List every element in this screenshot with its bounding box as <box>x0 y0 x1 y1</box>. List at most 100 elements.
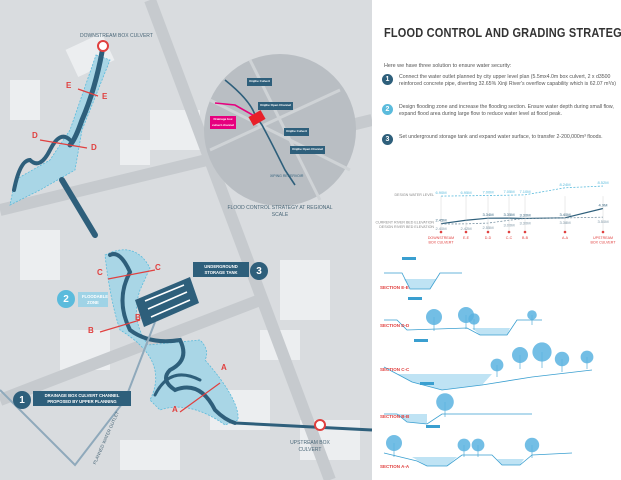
station-label: B-B <box>522 236 529 240</box>
regional-inset-map <box>204 54 356 206</box>
upstream-box-culvert-label: UPSTREAM BOX CULVERT <box>290 440 330 453</box>
ground-profile <box>383 452 573 467</box>
station-label: C-C <box>506 236 513 240</box>
station-label: E-E <box>463 236 470 240</box>
callout-tag <box>420 382 434 385</box>
section-a-a: SECTION A-A <box>380 425 573 469</box>
station-marker <box>507 230 511 234</box>
station-label: A-A <box>562 236 569 240</box>
section-letter: E <box>66 81 72 90</box>
tree-icon <box>457 438 471 452</box>
solution-1: 1 Connect the water outlet planned by cit… <box>382 74 617 88</box>
section-title: SECTION C-C <box>380 367 410 372</box>
marker-2: 2 <box>57 290 75 308</box>
station-marker <box>439 230 443 234</box>
value-label: 7.00M <box>482 189 493 194</box>
tree-icon <box>532 342 552 362</box>
section-cut-lines <box>39 88 221 413</box>
marker-3: 3 <box>250 262 268 280</box>
value-label: 6.90M <box>435 190 446 195</box>
section-title: SECTION E-E <box>380 285 409 290</box>
tree-icon <box>436 393 454 411</box>
project-site-inset <box>248 110 266 126</box>
section-letter: A <box>221 363 227 372</box>
tree-icon <box>426 309 442 325</box>
ground-profile <box>384 272 462 290</box>
series-label: DESIGN WATER LEVEL <box>394 193 434 197</box>
section-d-d: SECTION D-D <box>380 297 542 336</box>
number-badge: 2 <box>382 104 393 115</box>
callout-tag <box>408 297 422 300</box>
tree-icon <box>527 310 537 320</box>
building-blocks <box>10 32 360 470</box>
tree-icon <box>471 438 485 452</box>
ground-profile <box>384 319 542 336</box>
downstream-culvert-marker <box>97 40 109 52</box>
upstream-culvert-marker <box>314 419 326 431</box>
station-marker <box>523 230 527 234</box>
ground-profile <box>384 413 532 425</box>
strategy-panel: FLOOD CONTROL AND GRADING STRATEGY Here … <box>372 0 621 480</box>
drainage-channel-inset <box>214 102 259 119</box>
solution-text: Design flooding zone and increase the fl… <box>399 104 614 117</box>
section-b-b: SECTION B-B <box>380 382 532 425</box>
storage-tank-label: UNDERGROUND STORAGE TANK <box>193 262 249 277</box>
cross-sections: SECTION E-E SECTION D-D SECTION C-C SECTION… <box>380 257 594 469</box>
marker-1: 1 <box>13 391 31 409</box>
xinjihe-channel <box>224 79 296 186</box>
tree-icon <box>524 437 540 453</box>
water-body <box>397 414 427 424</box>
station-marker <box>464 230 468 234</box>
section-letter: D <box>91 143 97 152</box>
tree-icon <box>490 358 504 372</box>
tree-icon <box>512 347 528 363</box>
series-label: CURRENT RIVER BED ELEVATION <box>375 221 434 225</box>
site-plan-map <box>0 0 372 480</box>
inset-label: XIPING RESERVOIR <box>270 174 304 178</box>
callout-tag <box>414 339 428 342</box>
section-title: SECTION D-D <box>380 323 410 328</box>
inset-label: Xinjihe Culvert <box>284 128 310 136</box>
value-label: 6.95M <box>460 190 471 195</box>
section-letter: B <box>88 326 94 335</box>
section-title: SECTION B-B <box>380 414 410 419</box>
value-label: 7.05M <box>503 189 514 194</box>
inset-label: Xinjihe Open Channel <box>258 102 294 110</box>
station-marker <box>486 230 490 234</box>
drainage-channel-line <box>0 321 156 467</box>
series-line <box>440 185 604 197</box>
section-letter: C <box>155 263 161 272</box>
section-title: SECTION A-A <box>380 464 410 469</box>
water-body <box>412 457 524 466</box>
water-body <box>404 279 436 289</box>
downstream-box-culvert-label: DOWNSTREAM BOX CULVERT <box>80 33 153 39</box>
value-label: 8.52M <box>597 180 608 185</box>
number-badge: 3 <box>382 134 393 145</box>
river <box>12 49 237 425</box>
number-badge: 1 <box>382 74 393 85</box>
inset-label: Xinjihe Open Channel <box>290 146 326 154</box>
station-marker <box>601 230 605 234</box>
drainage-channel-label: DRAINAGE BOX CULVERT CHANNEL PROPOSED BY… <box>33 391 131 406</box>
underground-storage-tank <box>135 277 199 327</box>
section-letter: E <box>102 92 108 101</box>
water-body <box>397 374 492 390</box>
tree-icon <box>580 350 594 364</box>
station-marker <box>563 230 567 234</box>
inset-label: Drainage box culvert channel <box>210 116 236 129</box>
tree-icon <box>386 435 402 451</box>
series-label: DESIGN RIVER BED ELEVATION <box>379 225 434 229</box>
section-letter: B <box>135 313 141 322</box>
inset-label: Xinjihe Culvert <box>247 78 273 86</box>
ground-profile <box>383 366 593 391</box>
tree-icon <box>554 351 570 367</box>
solution-text: Connect the water outlet planned by city… <box>399 74 616 87</box>
callout-tag <box>426 425 440 428</box>
water-body <box>472 328 510 335</box>
section-letter: C <box>97 268 103 277</box>
value-label: 8.24M <box>559 182 570 187</box>
